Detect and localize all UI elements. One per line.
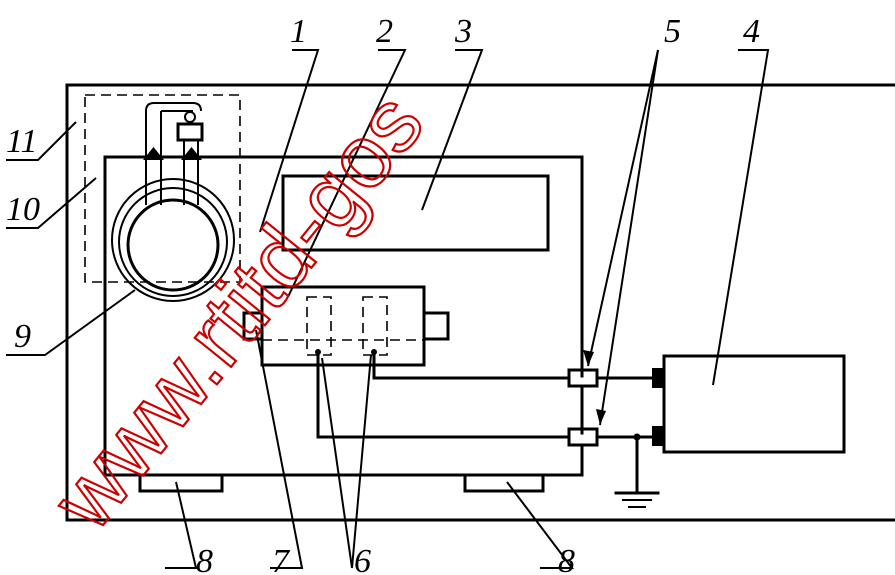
label-5: 5 — [664, 13, 681, 50]
wire-upper — [372, 350, 571, 380]
measuring-device — [662, 354, 846, 454]
outer-enclosure — [65, 83, 895, 522]
device-terminal-upper — [652, 368, 664, 388]
label-1: 1 — [290, 13, 307, 50]
ground-symbol-icon — [614, 435, 660, 508]
support-right — [463, 473, 545, 493]
coil-dashed-box — [84, 94, 241, 283]
label-10: 10 — [6, 191, 40, 228]
label-7: 7 — [272, 543, 291, 575]
label-2: 2 — [376, 13, 393, 50]
specimen-left-end — [242, 311, 264, 341]
wire-lower — [316, 350, 571, 439]
device-terminal-lower — [652, 426, 664, 446]
label-3: 3 — [454, 13, 472, 50]
inner-chamber — [103, 155, 584, 477]
label-4: 4 — [743, 13, 760, 50]
label-9: 9 — [14, 318, 31, 355]
heating-coil — [111, 102, 235, 302]
label-11: 11 — [6, 123, 37, 160]
leader-lines — [6, 49, 770, 569]
support-left — [138, 473, 224, 493]
watermark-text: www.rtitd-gos — [32, 74, 442, 548]
label-8-right: 8 — [558, 543, 575, 575]
electrode-left-dashed — [306, 296, 332, 356]
label-6: 6 — [354, 543, 371, 575]
label-8-left: 8 — [196, 543, 213, 575]
upper-block — [281, 174, 550, 252]
specimen-right-end — [422, 311, 450, 341]
electrode-right-dashed — [362, 296, 388, 356]
